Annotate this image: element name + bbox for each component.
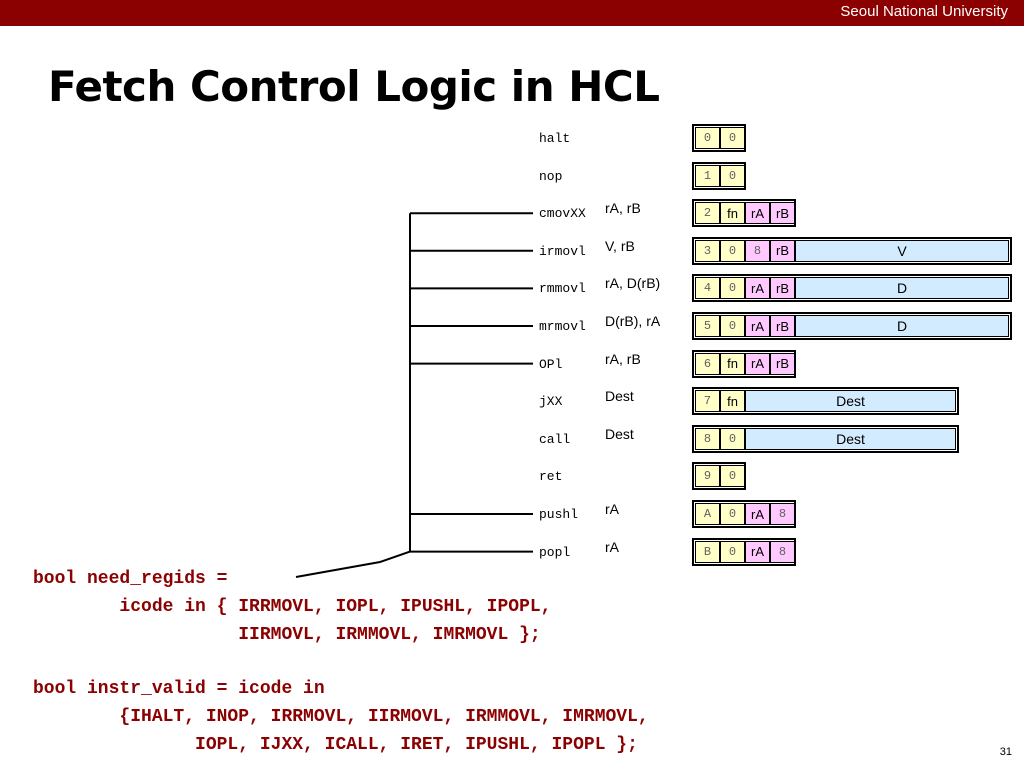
- byte-cell: 7: [695, 390, 720, 413]
- constant-field: Dest: [745, 390, 956, 413]
- mnemonic-mrmovl: mrmovl: [539, 319, 586, 334]
- byte-cell: rA: [745, 277, 770, 300]
- byte-cell: 8: [770, 540, 795, 563]
- operands-irmovl: V, rB: [605, 237, 635, 254]
- byte-cell: fn: [720, 390, 745, 413]
- byte-cell: rB: [770, 239, 795, 262]
- constant-field: Dest: [745, 427, 956, 450]
- wire-lead: [295, 550, 411, 578]
- byte-cell: 0: [720, 540, 745, 563]
- university-name: Seoul National University: [840, 3, 1008, 20]
- byte-cell: 4: [695, 277, 720, 300]
- byte-cell: fn: [720, 352, 745, 375]
- byte-cell: 2: [695, 202, 720, 225]
- code-line-instr-valid-2: {IHALT, INOP, IRRMOVL, IIRMOVL, IRMMOVL,…: [33, 707, 649, 727]
- byte-cell: 9: [695, 465, 720, 488]
- mnemonic-ret: ret: [539, 469, 563, 485]
- mnemonic-jxx: jXX: [539, 394, 563, 410]
- mnemonic-call: call: [539, 431, 571, 447]
- operands-rmmovl: rA, D(rB): [605, 275, 661, 292]
- byte-cell: rB: [770, 277, 795, 300]
- byte-cell: rB: [770, 202, 795, 225]
- mnemonic-opl: OPl: [539, 356, 563, 372]
- slide-title: Fetch Control Logic in HCL: [48, 62, 660, 111]
- mnemonic-popl: popl: [539, 544, 571, 560]
- byte-cell: rB: [770, 315, 795, 337]
- byte-cell: 5: [695, 315, 720, 337]
- byte-cell: rB: [770, 352, 795, 375]
- byte-cell: 8: [745, 239, 770, 262]
- byte-cell: 0: [720, 239, 745, 262]
- operands-opl: rA, rB: [605, 350, 641, 367]
- byte-cell: 8: [695, 427, 720, 450]
- operands-jxx: Dest: [605, 388, 634, 405]
- byte-cell: 8: [770, 503, 795, 525]
- byte-cell: 6: [695, 352, 720, 375]
- mnemonic-pushl: pushl: [539, 507, 579, 522]
- constant-field: V: [795, 239, 1009, 262]
- byte-cell: B: [695, 540, 720, 563]
- mnemonic-halt: halt: [539, 131, 571, 146]
- byte-cell: fn: [720, 202, 745, 225]
- byte-cell: 0: [720, 277, 745, 300]
- constant-field: D: [795, 315, 1009, 337]
- code-line-need-regids-2: icode in { IRRMOVL, IOPL, IPUSHL, IPOPL,: [33, 597, 552, 617]
- byte-cell: rA: [745, 503, 770, 525]
- byte-cell: rA: [745, 315, 770, 337]
- constant-field: D: [795, 277, 1009, 300]
- byte-cell: 0: [695, 127, 720, 149]
- byte-cell: 0: [720, 164, 745, 187]
- code-line-instr-valid-1: bool instr_valid = icode in: [33, 679, 325, 699]
- code-line-need-regids-1: bool need_regids =: [33, 569, 228, 589]
- operands-call: Dest: [605, 425, 634, 442]
- byte-cell: rA: [745, 202, 770, 225]
- page-number: 31: [999, 746, 1012, 758]
- byte-cell: 0: [720, 427, 745, 450]
- byte-cell: A: [695, 503, 720, 525]
- header-bar: Seoul National University: [0, 0, 1024, 26]
- code-line-need-regids-3: IIRMOVL, IRMMOVL, IMRMOVL };: [33, 625, 541, 645]
- operands-popl: rA: [605, 538, 619, 555]
- byte-cell: rA: [745, 352, 770, 375]
- mnemonic-nop: nop: [539, 168, 563, 184]
- mnemonic-irmovl: irmovl: [539, 243, 586, 259]
- code-line-instr-valid-3: IOPL, IJXX, ICALL, IRET, IPUSHL, IPOPL }…: [33, 735, 638, 755]
- byte-cell: 1: [695, 164, 720, 187]
- byte-cell: rA: [745, 540, 770, 563]
- operands-cmovxx: rA, rB: [605, 200, 641, 217]
- operands-pushl: rA: [605, 501, 619, 517]
- mnemonic-rmmovl: rmmovl: [539, 281, 586, 297]
- byte-cell: 3: [695, 239, 720, 262]
- byte-cell: 0: [720, 127, 745, 149]
- byte-cell: 0: [720, 503, 745, 525]
- operands-mrmovl: D(rB), rA: [605, 313, 661, 329]
- mnemonic-cmovxx: cmovXX: [539, 206, 586, 222]
- byte-cell: 0: [720, 465, 745, 488]
- byte-cell: 0: [720, 315, 745, 337]
